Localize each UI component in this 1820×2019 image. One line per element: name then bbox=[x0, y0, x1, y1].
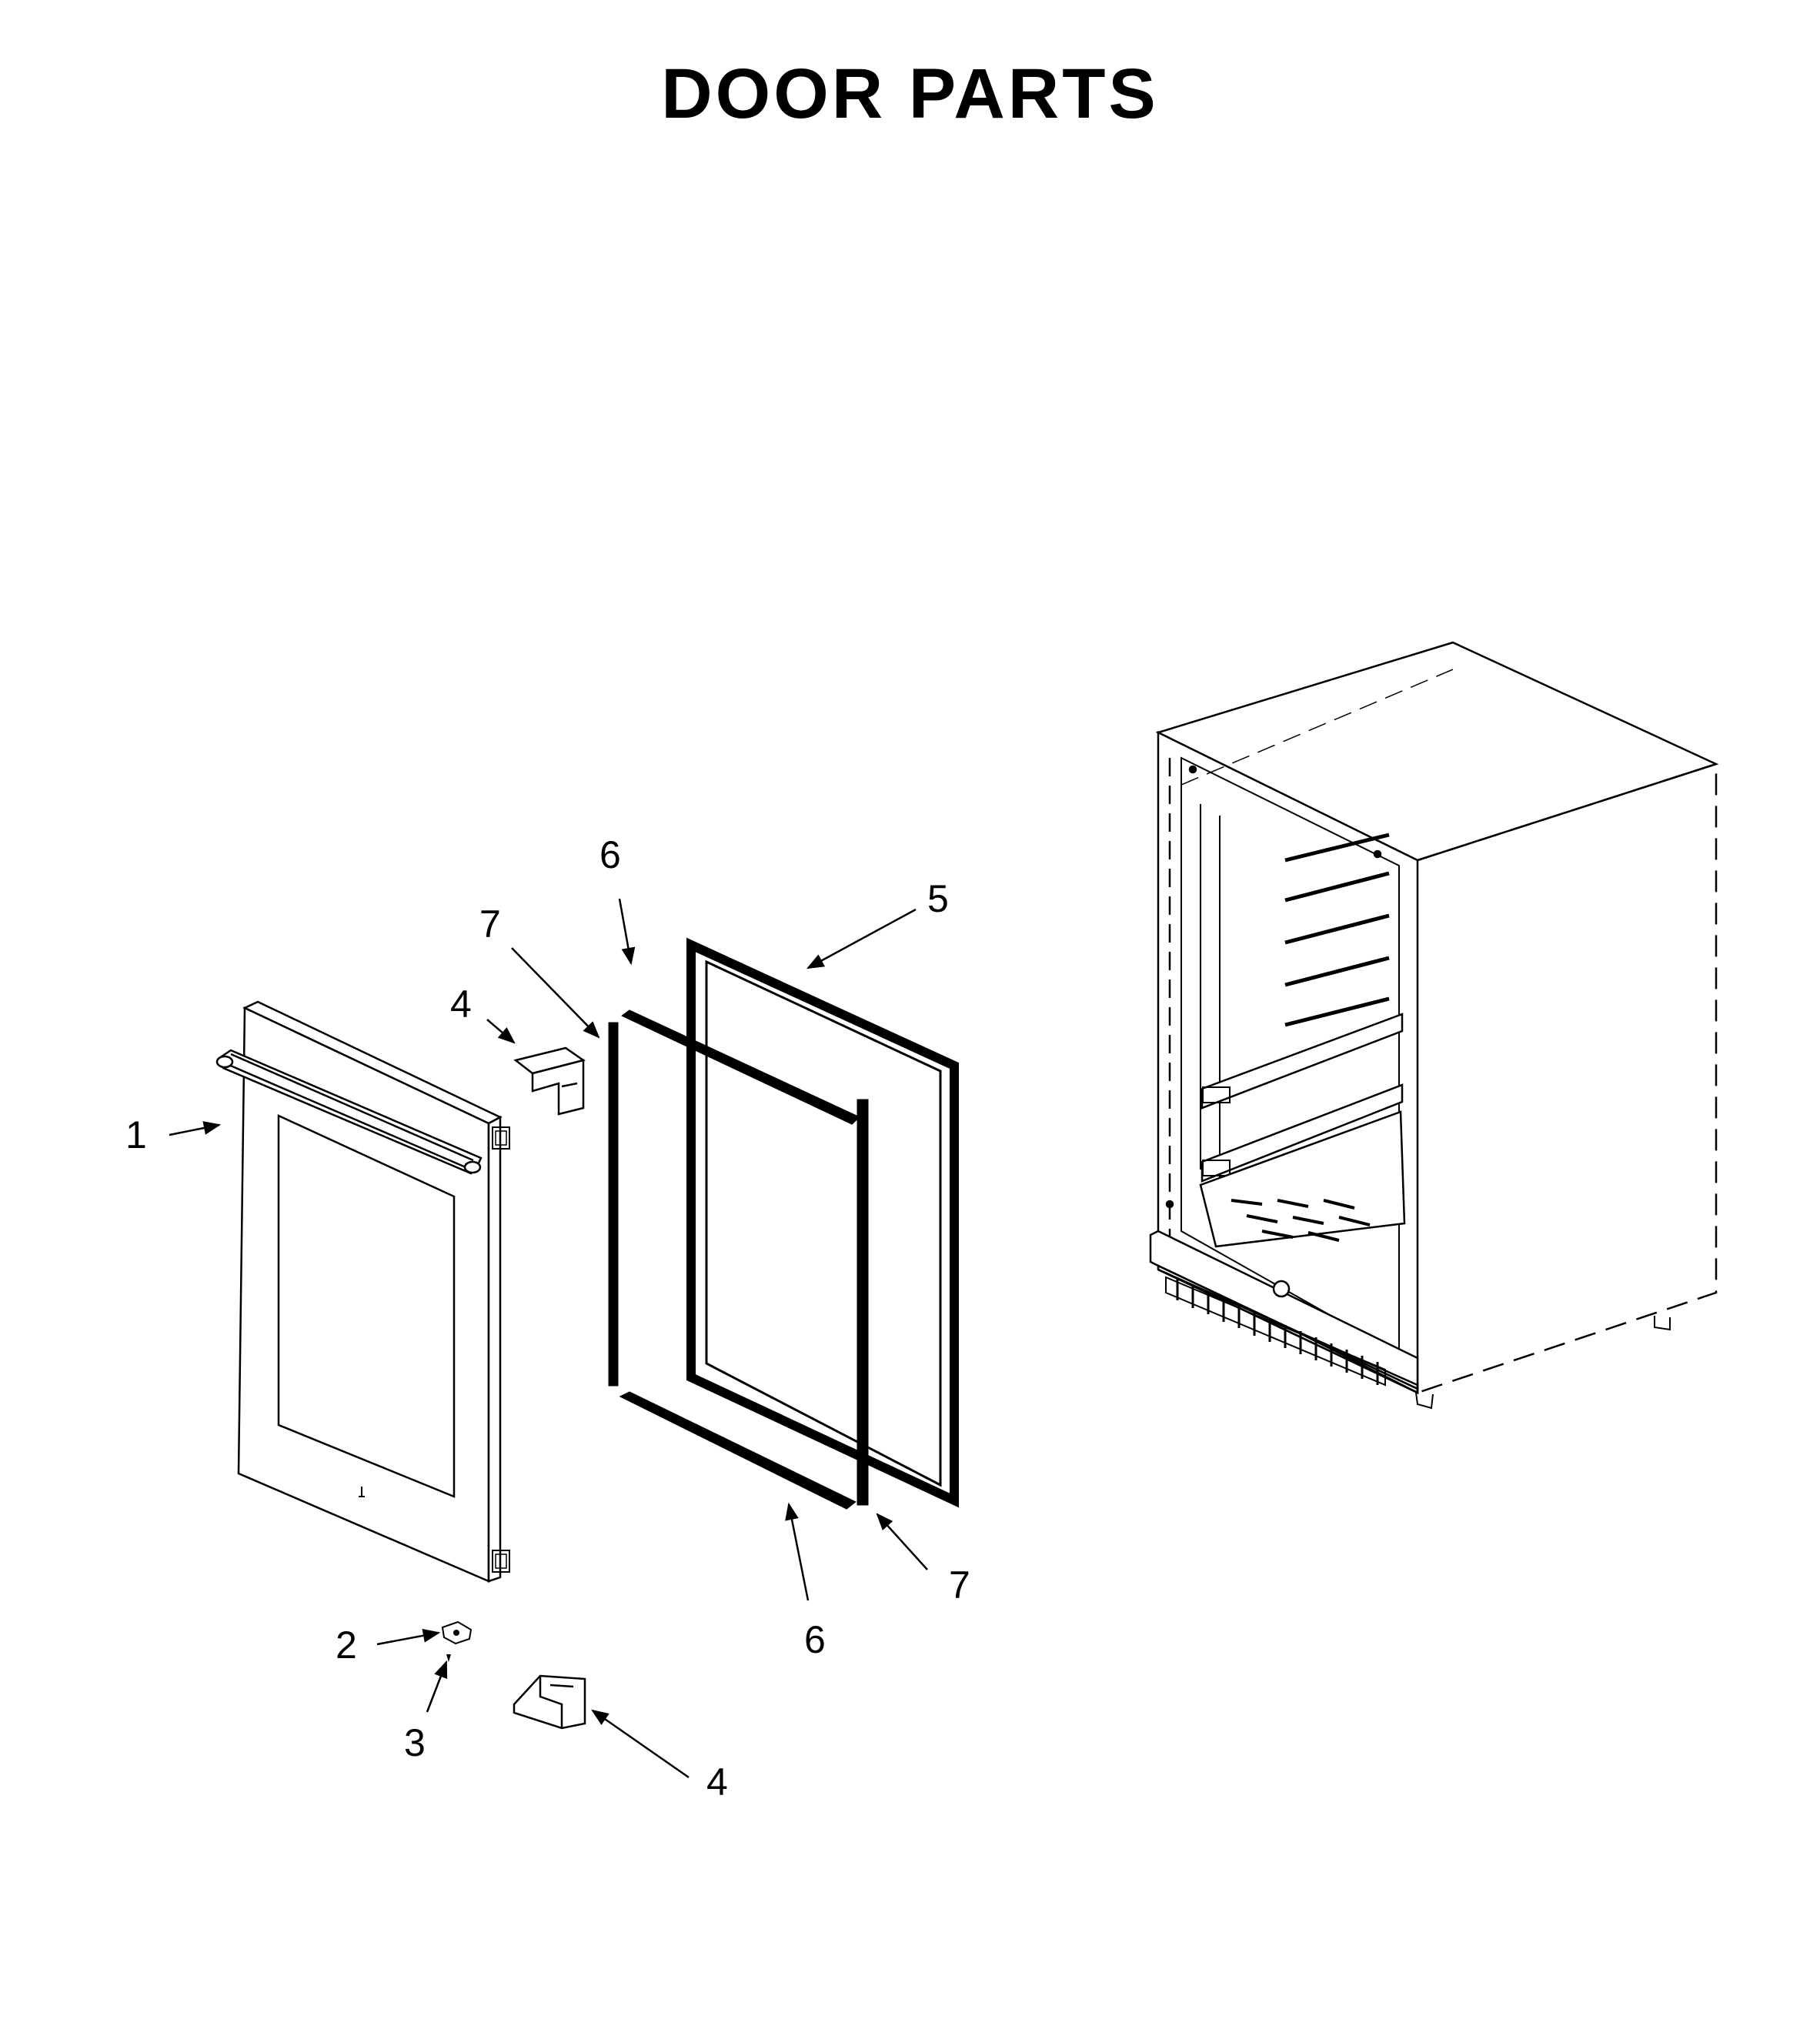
leader-4b bbox=[591, 1709, 690, 1779]
callout-1: 1 bbox=[125, 1113, 147, 1156]
hinge-screw bbox=[446, 1654, 451, 1662]
page-title: DOOR PARTS bbox=[661, 55, 1159, 133]
callout-labels: 1 2 3 4 4 5 6 6 7 7 bbox=[125, 833, 970, 1804]
callout-5: 5 bbox=[927, 877, 949, 920]
leader-4a bbox=[486, 1019, 516, 1044]
callout-7a: 7 bbox=[479, 903, 501, 946]
hinge-cover-bottom bbox=[513, 1674, 586, 1730]
callout-3: 3 bbox=[404, 1721, 426, 1764]
leader-6b bbox=[785, 1502, 810, 1601]
door-gasket bbox=[686, 937, 959, 1508]
leader-arrows bbox=[169, 898, 928, 1779]
leader-2 bbox=[376, 1628, 441, 1646]
callout-6b: 6 bbox=[804, 1618, 826, 1661]
cabinet-assembly bbox=[1149, 641, 1719, 1410]
callout-2: 2 bbox=[336, 1624, 357, 1667]
leader-1 bbox=[169, 1121, 222, 1136]
callout-7b: 7 bbox=[949, 1563, 970, 1607]
leader-7b bbox=[876, 1513, 928, 1570]
leader-3 bbox=[426, 1660, 448, 1713]
door-assembly bbox=[215, 1000, 510, 1583]
callout-4b: 4 bbox=[706, 1760, 728, 1804]
leader-7a bbox=[511, 947, 600, 1039]
callout-6a: 6 bbox=[599, 833, 621, 876]
callout-4a: 4 bbox=[450, 983, 472, 1026]
door-seal-strips bbox=[608, 1010, 869, 1510]
hinge-pin bbox=[441, 1620, 473, 1645]
hinge-cover-top bbox=[513, 1046, 586, 1116]
leader-5 bbox=[806, 908, 917, 969]
leader-6a bbox=[618, 898, 636, 966]
